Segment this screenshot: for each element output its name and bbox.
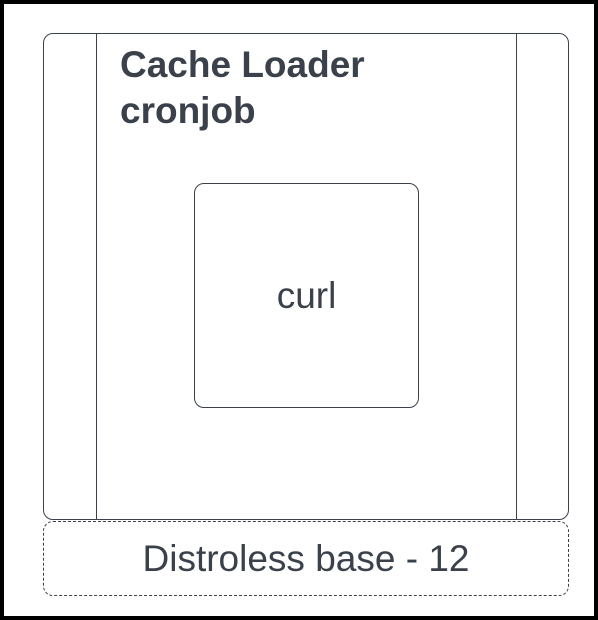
base-image-box: Distroless base - 12 bbox=[43, 521, 569, 596]
base-image-label: Distroless base - 12 bbox=[142, 537, 470, 579]
curl-label: curl bbox=[276, 274, 337, 316]
curl-box: curl bbox=[194, 183, 419, 408]
container-left-divider bbox=[96, 34, 97, 519]
container-right-divider bbox=[516, 34, 517, 519]
cronjob-container-box: Cache Loader cronjob curl bbox=[43, 33, 569, 520]
cronjob-title: Cache Loader cronjob bbox=[120, 44, 365, 131]
